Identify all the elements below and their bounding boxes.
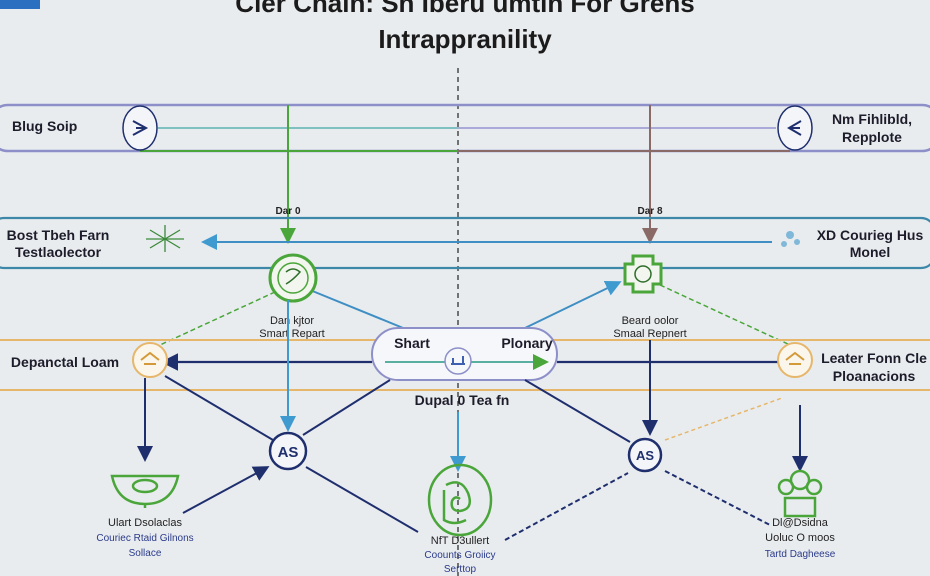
bottom-left-label: Ulart Dsolaclas Couriec Rtaid Gilnons So… [96,517,193,559]
starburst-icon [146,225,184,252]
bottom-left-line-1: Ulart Dsolaclas [108,517,182,529]
planning-icon [444,347,472,375]
lane-1: Blug Soip Nm Fihlibld, Repplote [0,103,930,153]
bottom-right-line-3: Tartd Dagheese [765,549,836,560]
bottom-center-line-3: Serttop [444,564,477,575]
rose-icon [427,463,493,537]
lane-2: Bost Tbeh Farn Testlaolector XD Courieg … [0,216,930,270]
lane-3-left-label: Depanctal Loam [11,354,119,370]
right-node-label-1: Beard oolor [622,315,679,327]
bowl-icon [110,474,180,508]
lane-3: Depanctal Loam Leater Fonn Cle Ploanacio… [0,339,930,391]
pill-below-label: Dupal 0 Tea fn [415,392,510,408]
logo-fragment [0,0,40,9]
smart-report-right-node[interactable] [623,254,663,294]
left-node-label-1: Dan kjtor [270,315,314,327]
bottom-right-line-1: Dl@Dsidna [772,517,829,529]
connectors-navy [164,375,771,541]
lane-2-right-label-2: Monel [850,244,890,260]
dashed-connector [159,291,276,346]
as-right-label: AS [636,448,654,463]
pill-right-label: Plonary [501,335,553,351]
bottom-center-line-1: NfT D3ullert [431,535,489,547]
lane-3-right-label-1: Leater Fonn Cle [821,350,927,366]
handshake-icon [132,342,168,378]
marker-right: Dar 8 [637,206,662,217]
lane-2-right-label-1: XD Courieg Hus [817,227,924,243]
people-icon [777,469,823,518]
connector [524,281,622,329]
left-node-label-2: Smart Repart [259,328,324,340]
lane-1-right-label-2: Repplote [842,129,902,145]
marker-left: Dar 0 [275,206,300,217]
connector [309,289,409,331]
smart-planary-pill[interactable]: Shart Plonary [371,327,558,381]
bottom-right-line-2: Uoluc O moos [765,532,835,544]
lane-3-right-label-2: Ploanacions [833,368,916,384]
bottom-center-label: NfT D3ullert Coounts Groiicy Serttop [424,535,495,575]
bottom-left-line-2: Couriec Rtaid Gilnons [96,533,193,544]
as-left-label: AS [278,444,299,461]
right-node-label-2: Smaal Repnert [613,328,686,340]
handshake-icon [777,342,813,378]
title-line-2: Intrappranility [378,24,552,54]
smart-report-left-node[interactable] [268,253,318,303]
bottom-left-line-3: Sollace [129,548,162,559]
lane-2-left-label-2: Testlaolector [15,244,102,260]
as-node-right[interactable]: AS [627,437,663,473]
dashed-connector [664,397,783,441]
bottom-right-label: Dl@Dsidna Uoluc O moos Tartd Dagheese [765,517,836,560]
lane-1-right-label-1: Nm Fihlibld, [832,111,912,127]
bottom-center-line-2: Coounts Groiicy [424,550,495,561]
lane-2-left-label-1: Bost Tbeh Farn [7,227,110,243]
lane-1-left-label: Blug Soip [12,118,77,134]
title-line-1: Cler Chain: Sh Iberu umtin For Grens [235,0,694,18]
pill-left-label: Shart [394,335,430,351]
water-drops-icon [781,231,800,247]
as-node-left[interactable]: AS [268,431,308,471]
